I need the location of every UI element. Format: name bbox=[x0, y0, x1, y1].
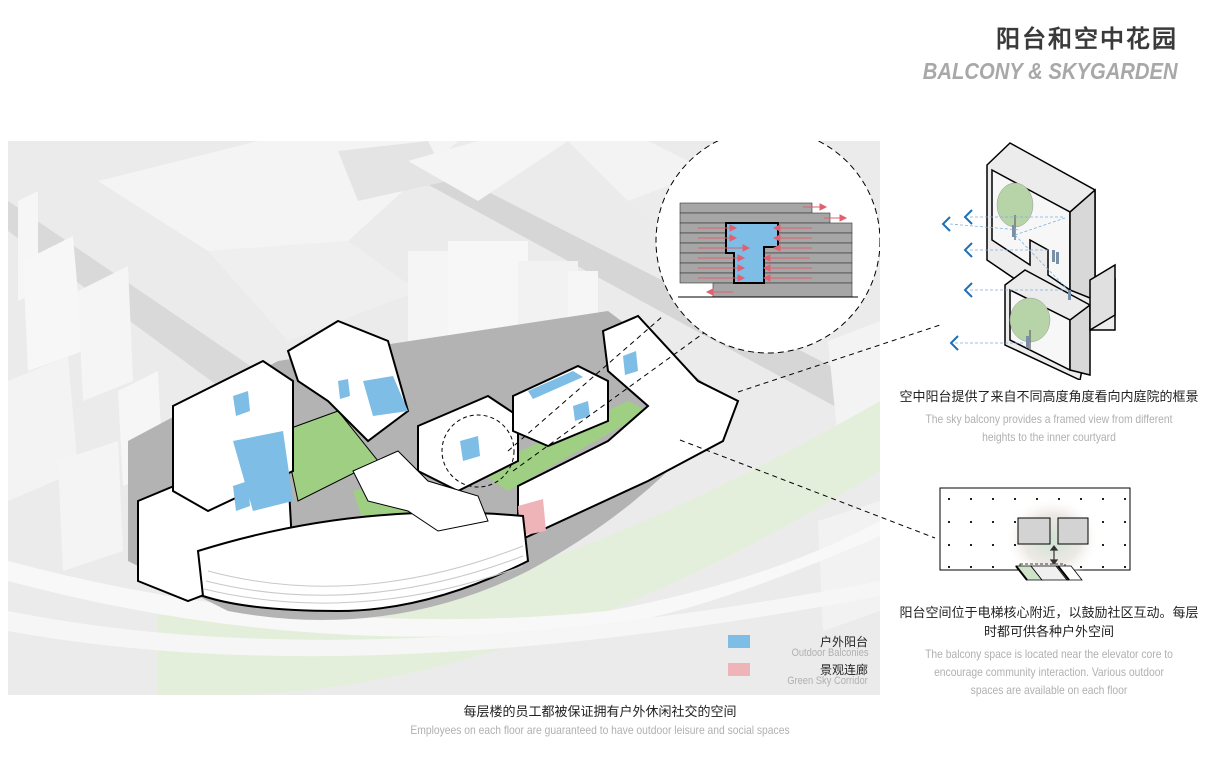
legend: 户外阳台 Outdoor Balconies 景观连廊 Green Sky Co… bbox=[728, 633, 868, 689]
sky-balcony-caption-cn: 空中阳台提供了来自不同高度角度看向内庭院的框景 bbox=[899, 390, 1199, 405]
title-block: 阳台和空中花园 BALCONY & SKYGARDEN bbox=[888, 22, 1178, 86]
page-title-cn: 阳台和空中花园 bbox=[996, 25, 1178, 53]
main-caption-cn: 每层楼的员工都被保证拥有户外休闲社交的空间 bbox=[463, 705, 737, 720]
section-callout bbox=[678, 202, 858, 298]
arrow-left-icon bbox=[941, 209, 973, 351]
legend-item-outdoor-balconies: 户外阳台 Outdoor Balconies bbox=[728, 633, 868, 661]
elevator-plan-caption: 阳台空间位于电梯核心附近，以鼓励社区互动。每层时都可供各种户外空间 The ba… bbox=[898, 604, 1200, 699]
legend-label-cn: 户外阳台 bbox=[819, 635, 868, 649]
page-title-en: BALCONY & SKYGARDEN bbox=[923, 58, 1178, 84]
legend-label-cn: 景观连廊 bbox=[819, 663, 868, 677]
sky-balcony-caption: 空中阳台提供了来自不同高度角度看向内庭院的框景 The sky balcony … bbox=[898, 388, 1200, 446]
elevator-plan-caption-cn: 阳台空间位于电梯核心附近，以鼓励社区互动。每层时都可供各种户外空间 bbox=[899, 606, 1199, 640]
legend-swatch-corridor bbox=[728, 663, 750, 676]
sky-balcony-caption-en: The sky balcony provides a framed view f… bbox=[925, 412, 1173, 444]
double-arrow-icon bbox=[1049, 545, 1059, 565]
elevator-plan-caption-en: The balcony space is located near the el… bbox=[925, 647, 1173, 697]
aerial-illustration bbox=[8, 141, 880, 695]
elevator-core-plan bbox=[939, 487, 1131, 581]
legend-item-green-sky-corridor: 景观连廊 Green Sky Corridor bbox=[728, 661, 868, 689]
sky-balcony-diagram bbox=[941, 142, 1116, 380]
aerial-site-diagram bbox=[8, 141, 880, 695]
legend-label-en: Outdoor Balconies bbox=[791, 647, 868, 659]
main-caption-en: Employees on each floor are guaranteed t… bbox=[410, 723, 790, 737]
legend-swatch-balcony bbox=[728, 635, 750, 648]
legend-label-en: Green Sky Corridor bbox=[787, 675, 868, 687]
